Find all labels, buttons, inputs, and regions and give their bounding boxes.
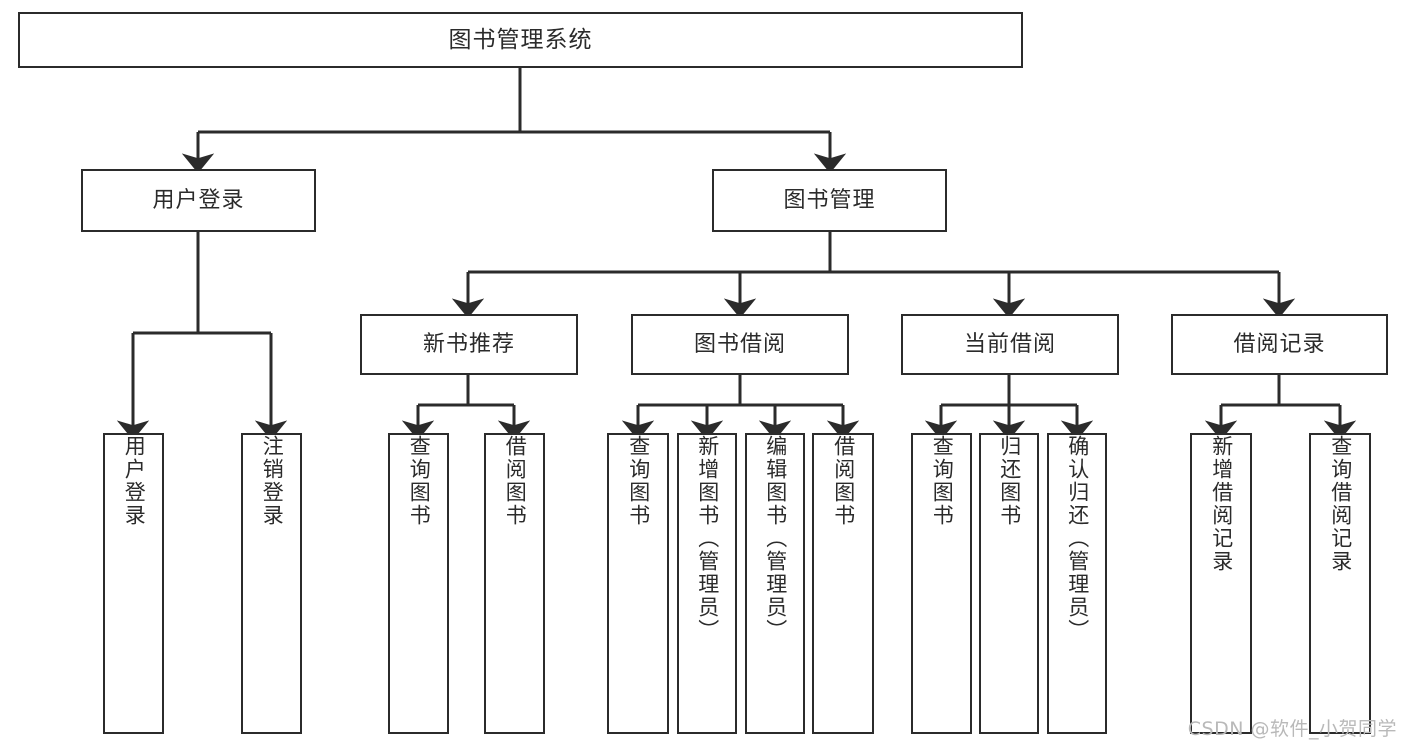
node-leaf-confirm-return-label: 确认归还（管理员） [1065, 435, 1090, 642]
node-leaf-query-book-1[interactable]: 查询图书 [388, 433, 449, 734]
node-leaf-borrow-book-2[interactable]: 借阅图书 [812, 433, 874, 734]
node-root-label: 图书管理系统 [448, 26, 593, 53]
node-borrow-record[interactable]: 借阅记录 [1171, 314, 1388, 375]
node-leaf-add-record[interactable]: 新增借阅记录 [1190, 433, 1252, 734]
node-leaf-user-login-label: 用户登录 [122, 435, 147, 527]
node-leaf-edit-book[interactable]: 编辑图书（管理员） [745, 433, 805, 734]
node-book-borrow[interactable]: 图书借阅 [631, 314, 849, 375]
node-leaf-query-book-3-label: 查询图书 [930, 435, 955, 527]
node-book-manage[interactable]: 图书管理 [712, 169, 947, 232]
node-leaf-user-logout-label: 注销登录 [260, 435, 285, 527]
node-leaf-query-record[interactable]: 查询借阅记录 [1309, 433, 1371, 734]
node-borrow-record-label: 借阅记录 [1233, 331, 1326, 357]
node-user-login-label: 用户登录 [152, 187, 245, 213]
node-current-borrow[interactable]: 当前借阅 [901, 314, 1119, 375]
node-book-manage-label: 图书管理 [783, 187, 876, 213]
csdn-watermark: CSDN @软件_小贺同学 [1187, 718, 1397, 740]
node-leaf-add-record-label: 新增借阅记录 [1209, 435, 1234, 573]
node-root[interactable]: 图书管理系统 [18, 12, 1023, 68]
node-leaf-borrow-book-1[interactable]: 借阅图书 [484, 433, 545, 734]
node-book-borrow-label: 图书借阅 [693, 331, 786, 357]
node-leaf-borrow-book-2-label: 借阅图书 [831, 435, 856, 527]
node-leaf-return-book-label: 归还图书 [997, 435, 1022, 527]
node-leaf-confirm-return[interactable]: 确认归还（管理员） [1047, 433, 1107, 734]
node-current-borrow-label: 当前借阅 [963, 331, 1056, 357]
node-leaf-user-login[interactable]: 用户登录 [103, 433, 164, 734]
node-leaf-return-book[interactable]: 归还图书 [979, 433, 1039, 734]
node-leaf-query-book-2[interactable]: 查询图书 [607, 433, 669, 734]
node-leaf-query-book-1-label: 查询图书 [407, 435, 432, 527]
node-leaf-add-book-label: 新增图书（管理员） [695, 435, 720, 642]
node-leaf-user-logout[interactable]: 注销登录 [241, 433, 302, 734]
node-new-book-rec-label: 新书推荐 [422, 331, 515, 357]
node-leaf-query-book-3[interactable]: 查询图书 [911, 433, 972, 734]
node-new-book-rec[interactable]: 新书推荐 [360, 314, 578, 375]
node-user-login[interactable]: 用户登录 [81, 169, 316, 232]
node-leaf-edit-book-label: 编辑图书（管理员） [763, 435, 788, 642]
node-leaf-add-book[interactable]: 新增图书（管理员） [677, 433, 737, 734]
node-leaf-query-record-label: 查询借阅记录 [1328, 435, 1353, 573]
node-leaf-borrow-book-1-label: 借阅图书 [503, 435, 528, 527]
node-leaf-query-book-2-label: 查询图书 [626, 435, 651, 527]
